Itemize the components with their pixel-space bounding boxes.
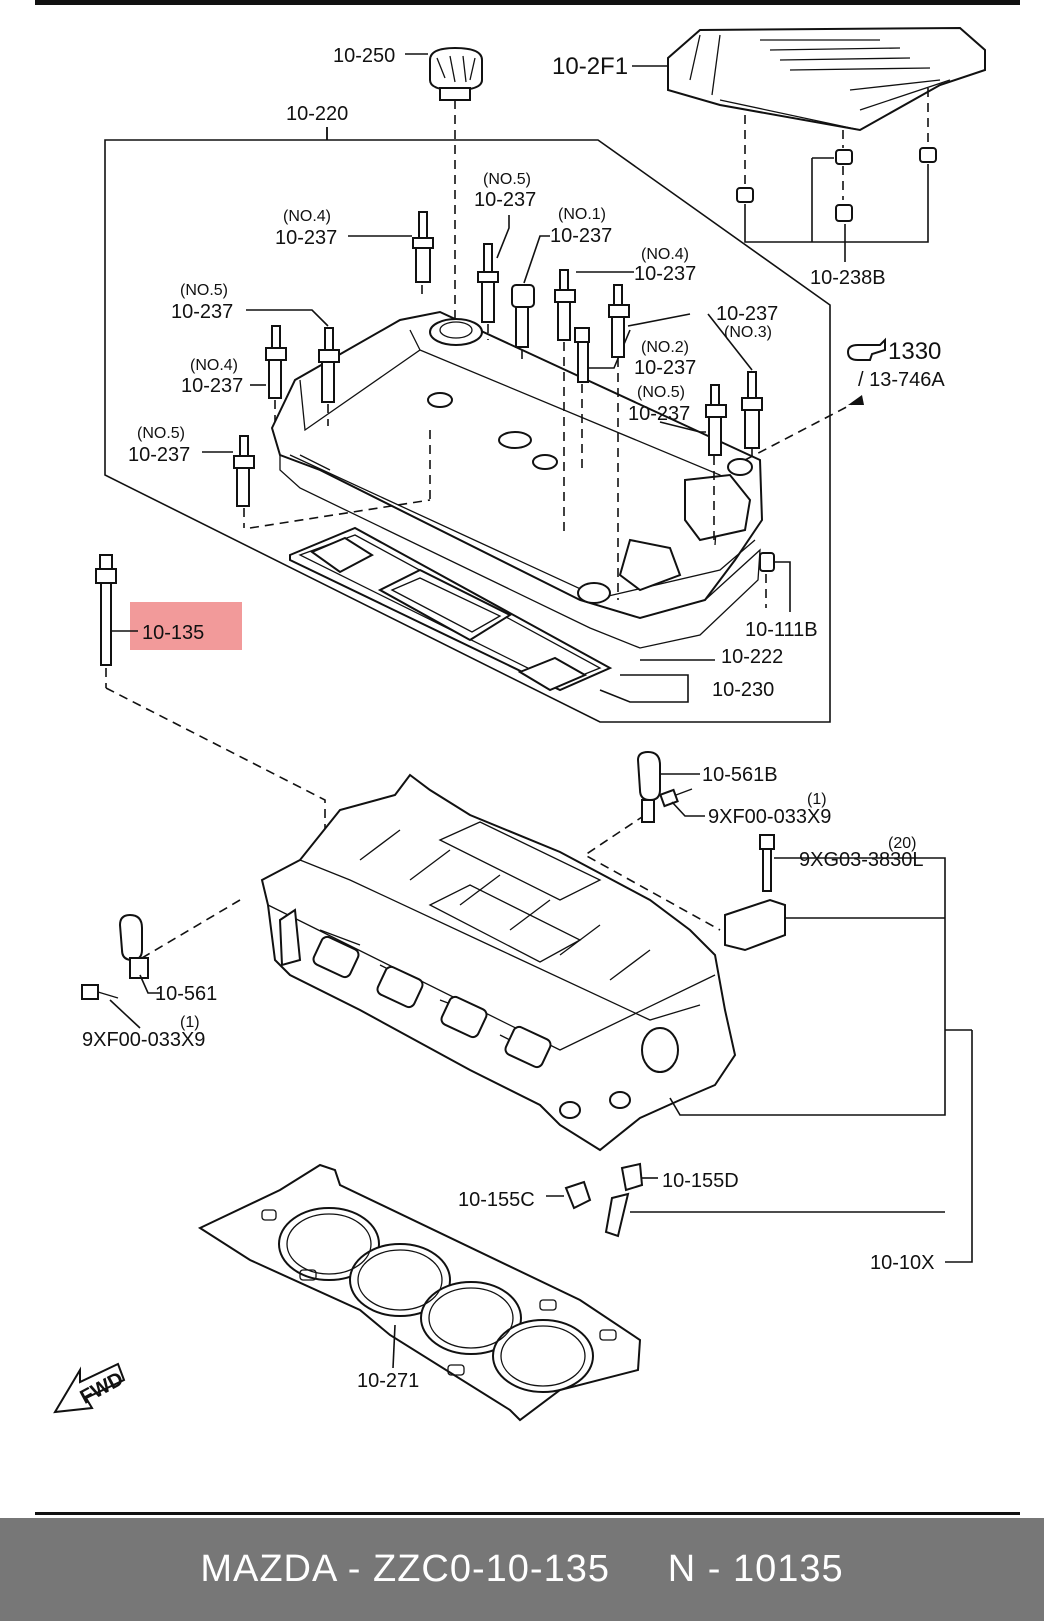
label-bolt-9xg03: 9XG03-3830L xyxy=(799,849,924,871)
bolt-10-135-part xyxy=(95,554,326,880)
label-plug-no1: (NO.1) xyxy=(558,206,606,223)
label-head-gasket: 10-271 xyxy=(357,1370,419,1392)
label-gasket-10-222: 10-222 xyxy=(721,646,783,668)
oil-filler-cap-part xyxy=(405,46,483,318)
plug-10-111b-part xyxy=(759,552,791,612)
label-plug-no2: (NO.2) xyxy=(641,339,689,356)
head-cover-body xyxy=(270,310,764,620)
label-bolt-qty-c: (1) xyxy=(180,1014,200,1031)
hanger-10-561b-part xyxy=(636,750,705,823)
label-bolt-9xf00-c: 9XF00-033X9 xyxy=(82,1029,205,1051)
engine-cover-part xyxy=(632,26,986,185)
top-rule xyxy=(35,0,1020,5)
label-bolt-qty-b: (20) xyxy=(888,835,916,852)
label-engine-cover: 10-2F1 xyxy=(552,53,628,80)
label-head-assy: 10-10X xyxy=(870,1252,935,1274)
label-bolt-no5-c: 10-237 xyxy=(128,444,190,466)
label-plug-no3: (NO.3) xyxy=(724,324,772,341)
label-head-cover: 10-220 xyxy=(286,103,348,125)
label-plug-no5-a: (NO.5) xyxy=(483,171,531,188)
label-plug-no4-c: (NO.4) xyxy=(190,357,238,374)
label-bolt-no2: 10-237 xyxy=(634,357,696,379)
label-plug-no5-b: (NO.5) xyxy=(180,282,228,299)
exploded-parts-diagram: 10-250 10-2F1 10-220 (NO.5) 10-237 (NO.1… xyxy=(53,26,986,1422)
label-plug-no4-a: (NO.4) xyxy=(283,208,331,225)
label-bolt-no1: 10-237 xyxy=(550,225,612,247)
label-hanger-10-561b: 10-561B xyxy=(702,764,778,786)
highlight-box xyxy=(130,602,242,650)
label-plug-no4-b: (NO.4) xyxy=(641,246,689,263)
hanger-10-561-part xyxy=(81,913,160,1029)
head-cover-group xyxy=(104,127,831,723)
bolt-9xg03-part xyxy=(669,834,973,1263)
label-grommet: 10-238B xyxy=(810,267,886,289)
bottom-rule xyxy=(35,1512,1020,1515)
label-bolt-no5-d: 10-237 xyxy=(628,403,690,425)
label-bolt-no4-c: 10-237 xyxy=(181,375,243,397)
label-bolt-no5-a: 10-237 xyxy=(474,189,536,211)
label-bolt-no5-b: 10-237 xyxy=(171,301,233,323)
valve-seal-parts xyxy=(546,1162,945,1238)
label-cap: 10-250 xyxy=(333,45,395,67)
footer-text: MAZDA - ZZC0-10-135 N - 10135 xyxy=(200,1548,844,1590)
part-number-footer: MAZDA - ZZC0-10-135 N - 10135 xyxy=(0,1518,1044,1621)
reference-arrow xyxy=(744,337,886,461)
label-ref-sub: / 13-746A xyxy=(858,369,945,391)
head-gasket-part xyxy=(197,1163,642,1422)
label-plug-no5-c: (NO.5) xyxy=(137,425,185,442)
head-cover-gaskets xyxy=(279,454,761,703)
label-seal-10-155d: 10-155D xyxy=(662,1170,739,1192)
label-hanger-10-561: 10-561 xyxy=(155,983,217,1005)
label-bolt-qty-a: (1) xyxy=(807,791,827,808)
grommet-parts xyxy=(736,147,937,262)
label-bolt-no4-b: 10-237 xyxy=(634,263,696,285)
cylinder-head-part xyxy=(141,773,737,1152)
fwd-arrow-icon xyxy=(53,1362,126,1414)
label-bolt-no4-a: 10-237 xyxy=(275,227,337,249)
label-highlight-10-135: 10-135 xyxy=(142,622,204,644)
label-ref-number: 1330 xyxy=(888,338,941,365)
part-labels: 10-250 10-2F1 10-220 (NO.5) 10-237 (NO.1… xyxy=(77,45,946,1409)
bolt-parts-10-237 xyxy=(202,211,763,600)
label-plug-10-111b: 10-111B xyxy=(745,619,818,641)
label-bolt-no3: 10-237 xyxy=(716,303,778,325)
label-plug-no5-d: (NO.5) xyxy=(637,384,685,401)
label-gasket-10-230: 10-230 xyxy=(712,679,774,701)
label-seal-10-155c: 10-155C xyxy=(458,1189,535,1211)
label-bolt-9xf00-a: 9XF00-033X9 xyxy=(708,806,831,828)
